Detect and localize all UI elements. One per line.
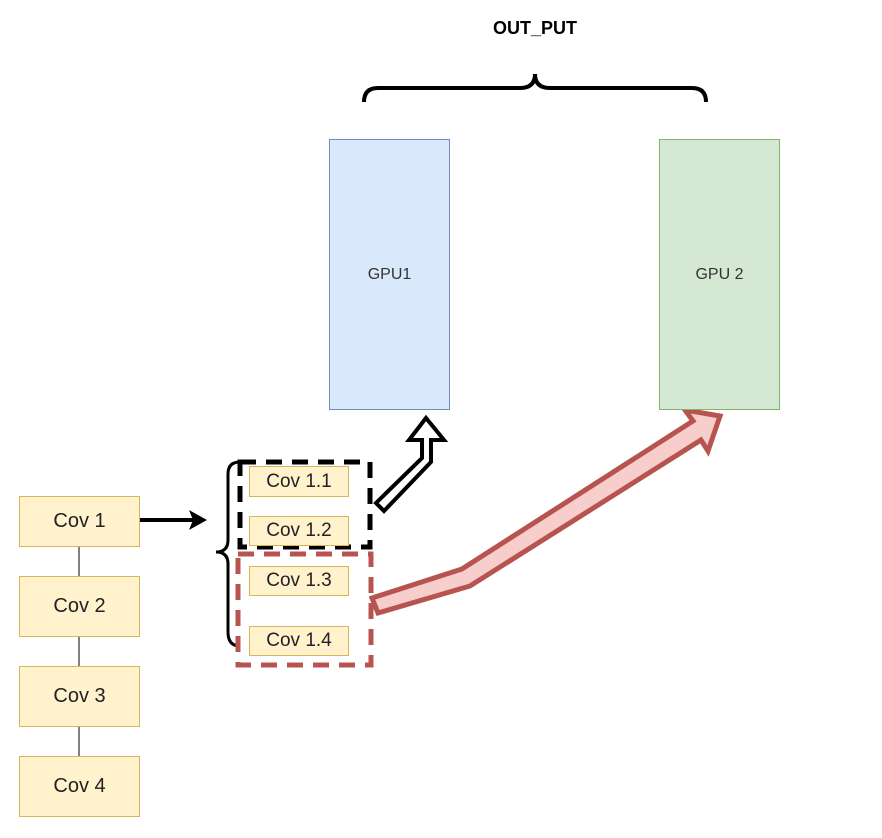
sublayer-label: Cov 1.4 (266, 630, 332, 651)
group-gpu1 (237, 459, 373, 550)
split-brace (215, 460, 241, 648)
gpu2-block: GPU 2 (659, 139, 780, 410)
gpu2-label: GPU 2 (695, 265, 744, 283)
layer-cov4: Cov 4 (19, 756, 140, 817)
layer-cov3: Cov 3 (19, 666, 140, 727)
sublayer-cov1-1: Cov 1.1 (249, 466, 349, 497)
sublayer-cov1-4: Cov 1.4 (249, 626, 349, 656)
output-brace (362, 73, 708, 103)
layer-label: Cov 4 (53, 775, 106, 797)
layer-label: Cov 1 (53, 510, 106, 532)
layer-cov1: Cov 1 (19, 496, 140, 547)
sublayer-label: Cov 1.3 (266, 570, 332, 591)
sublayer-cov1-3: Cov 1.3 (249, 566, 349, 596)
sublayer-cov1-2: Cov 1.2 (249, 516, 349, 546)
sublayer-label: Cov 1.2 (266, 520, 332, 541)
sublayer-label: Cov 1.1 (266, 470, 332, 492)
group-gpu2 (235, 551, 374, 668)
layer-label: Cov 2 (53, 595, 106, 617)
arrow-cov1-head (189, 510, 207, 530)
arrow-to-gpu1 (373, 414, 449, 514)
output-label: OUT_PUT (492, 18, 577, 38)
arrow-to-gpu2 (368, 406, 724, 617)
layer-cov2: Cov 2 (19, 576, 140, 637)
gpu1-label: GPU1 (367, 265, 412, 283)
gpu1-block: GPU1 (329, 139, 450, 410)
layer-label: Cov 3 (53, 685, 106, 707)
